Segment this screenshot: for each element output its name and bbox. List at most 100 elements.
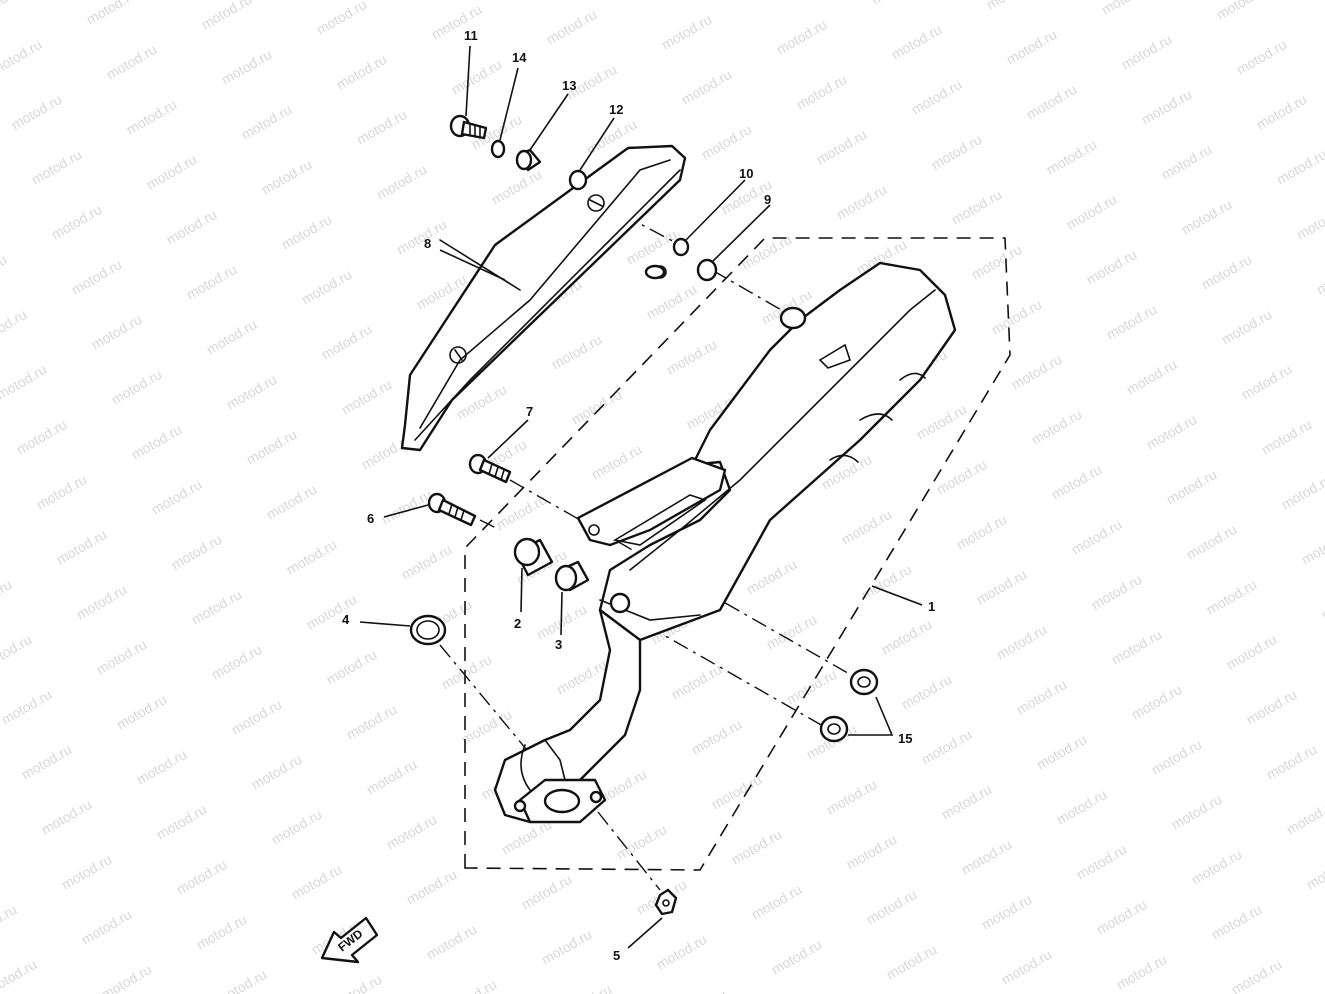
watermark-text: motod.ru [744, 556, 800, 597]
watermark-text: motod.ru [1089, 571, 1145, 612]
bolt-7 [468, 453, 512, 484]
watermark-text: motod.ru [74, 581, 130, 622]
watermark-text: motod.ru [449, 56, 505, 97]
watermark-text: motod.ru [844, 831, 900, 872]
watermark-text: motod.ru [1169, 791, 1225, 832]
watermark-text: motod.ru [749, 881, 805, 922]
watermark-text: motod.ru [999, 946, 1055, 987]
muffler [493, 261, 957, 824]
watermark-text: motod.ru [304, 591, 360, 632]
watermark-text: motod.ru [174, 856, 230, 897]
collar-13 [515, 148, 542, 172]
watermark-text: motod.ru [339, 376, 395, 417]
watermark-text: motod.ru [884, 941, 940, 982]
watermark-text: motod.ru [729, 826, 785, 867]
watermark-text: motod.ru [0, 251, 9, 292]
watermark-text: motod.ru [354, 106, 410, 147]
watermark-text: motod.ru [209, 641, 265, 682]
watermark-text: motod.ru [784, 666, 840, 707]
watermark-text: motod.ru [1279, 471, 1325, 512]
watermark-text: motod.ru [169, 531, 225, 572]
watermark-text: motod.ru [14, 416, 70, 457]
watermark-text: motod.ru [134, 746, 190, 787]
watermark-text: motod.ru [1139, 86, 1195, 127]
watermark-text: motod.ru [1259, 416, 1315, 457]
watermark-text: motod.ru [219, 46, 275, 87]
watermark-text: motod.ru [664, 336, 720, 377]
collar-2 [513, 537, 554, 577]
watermark-text: motod.ru [879, 616, 935, 657]
watermark-text: motod.ru [109, 366, 165, 407]
watermark-text: motod.ru [1109, 626, 1165, 667]
watermark-text: motod.ru [114, 691, 170, 732]
watermark-text: motod.ru [0, 361, 49, 402]
watermark-text: motod.ru [834, 181, 890, 222]
watermark-text: motod.ru [624, 226, 680, 267]
watermark-text: motod.ru [0, 686, 54, 727]
watermark-text: motod.ru [1164, 466, 1220, 507]
watermark-text: motod.ru [934, 456, 990, 497]
watermark-text: motod.ru [279, 211, 335, 252]
watermark-text: motod.ru [9, 91, 65, 132]
watermark-text: motod.ru [669, 661, 725, 702]
watermark-text: motod.ru [384, 811, 440, 852]
callout-12: 12 [609, 102, 623, 117]
watermark-text: motod.ru [559, 981, 615, 994]
watermark-text: motod.ru [709, 771, 765, 812]
watermark-text: motod.ru [889, 21, 945, 62]
watermark-text: motod.ru [794, 71, 850, 112]
watermark-text: motod.ru [689, 716, 745, 757]
watermark-text: motod.ru [939, 781, 995, 822]
watermark-text: motod.ru [1009, 351, 1065, 392]
watermark-text: motod.ru [444, 976, 500, 994]
watermark-text: motod.ru [224, 371, 280, 412]
damper-3 [554, 560, 590, 592]
watermark-text: motod.ru [99, 961, 155, 994]
heat-shield [400, 144, 687, 452]
watermark-text: motod.ru [379, 486, 435, 527]
watermark-text: motod.ru [1099, 0, 1155, 18]
watermark-text: motod.ru [89, 311, 145, 352]
watermark-text: motod.ru [0, 36, 44, 77]
callout-8: 8 [424, 236, 431, 251]
watermark-text: motod.ru [244, 426, 300, 467]
watermark-text: motod.ru [774, 16, 830, 57]
watermark-text: motod.ru [1124, 356, 1180, 397]
watermark-text: motod.ru [1094, 896, 1150, 937]
watermark-text: motod.ru [909, 76, 965, 117]
gasket-4 [409, 614, 447, 646]
callout-5: 5 [613, 948, 620, 963]
watermark-text: motod.ru [489, 166, 545, 207]
watermark-text: motod.ru [679, 66, 735, 107]
callout-13: 13 [562, 78, 576, 93]
watermark-text: motod.ru [1069, 516, 1125, 557]
callout-7: 7 [526, 404, 533, 419]
callout-10: 10 [739, 166, 753, 181]
watermark-text: motod.ru [994, 621, 1050, 662]
watermark-text: motod.ru [869, 0, 925, 8]
bolt-6 [427, 492, 477, 527]
callout-9: 9 [764, 192, 771, 207]
watermark-text: motod.ru [314, 0, 370, 38]
watermark-text: motod.ru [374, 161, 430, 202]
watermark-text: motod.ru [1064, 191, 1120, 232]
damper-15 [819, 668, 879, 743]
watermark-text: motod.ru [439, 651, 495, 692]
callout-labels: 1 2 3 4 5 6 7 8 9 10 11 12 13 14 15 [342, 28, 935, 963]
watermark-text: motod.ru [214, 966, 270, 994]
watermark-text: motod.ru [769, 936, 825, 977]
watermark-text: motod.ru [364, 756, 420, 797]
watermark-text: motod.ru [259, 156, 315, 197]
watermark-text: motod.ru [519, 871, 575, 912]
watermark-text: motod.ru [94, 636, 150, 677]
watermark-text: motod.ru [1004, 26, 1060, 67]
watermark-text: motod.ru [959, 836, 1015, 877]
watermark-text: motod.ru [1264, 741, 1320, 782]
watermark-text: motod.ru [1224, 631, 1280, 672]
watermark-text: motod.ru [1034, 731, 1090, 772]
callout-1: 1 [928, 599, 935, 614]
watermark-text: motod.ru [49, 201, 105, 242]
watermark-text: motod.ru [0, 306, 29, 347]
watermark-text: motod.ru [1294, 201, 1325, 242]
